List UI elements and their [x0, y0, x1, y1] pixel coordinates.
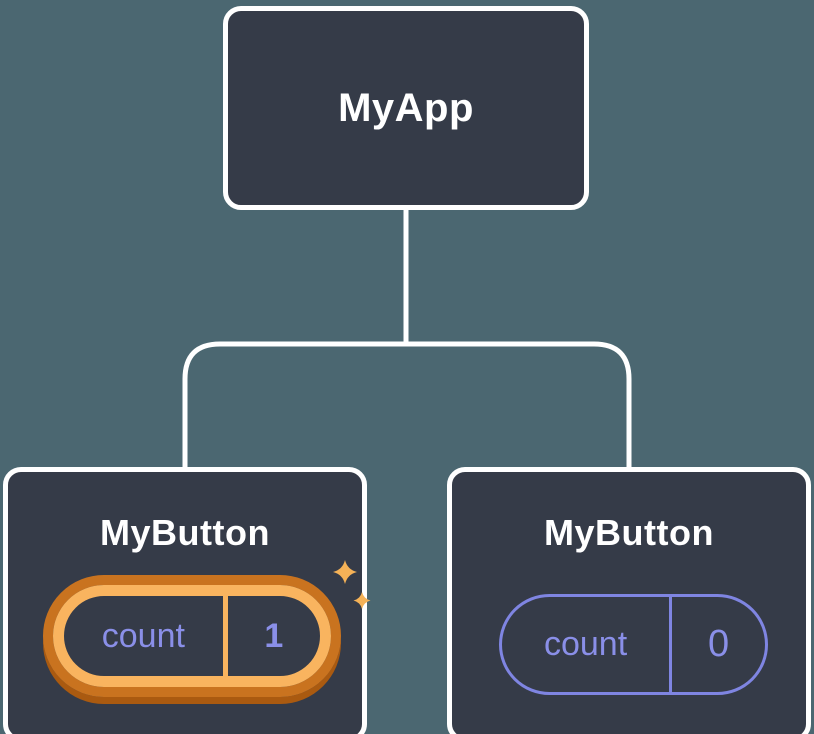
state-value: 0 [708, 623, 730, 665]
state-pill-plain: count 0 [499, 594, 768, 695]
state-pill-divider [222, 596, 228, 676]
node-label: MyApp [338, 85, 474, 130]
node-label: MyButton [544, 512, 714, 553]
tree-node-mybutton-2: MyButton count 0 [447, 467, 811, 734]
state-pill-body: count 1 [53, 585, 331, 687]
state-pill-highlighted: count 1 [43, 575, 341, 697]
tree-node-mybutton-1: MyButton count 1 [3, 467, 371, 734]
node-label: MyButton [100, 512, 270, 553]
state-key: count [543, 625, 628, 663]
state-pill-divider [669, 597, 673, 692]
tree-node-myapp: MyApp [223, 6, 589, 210]
state-key: count [101, 616, 185, 655]
state-value: 1 [264, 616, 284, 655]
